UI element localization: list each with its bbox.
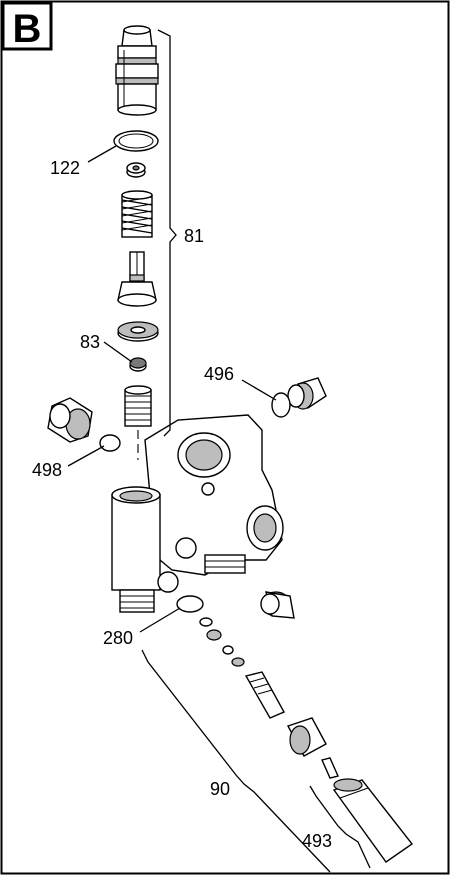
bracket-81 xyxy=(157,29,177,437)
callout-90: 90 xyxy=(210,779,230,799)
leader-83 xyxy=(103,341,133,363)
pump-manifold xyxy=(111,414,284,613)
bracket-90 xyxy=(141,649,331,873)
o-ring-496 xyxy=(271,392,291,418)
handle-493 xyxy=(332,778,414,863)
threaded-insert xyxy=(124,385,152,427)
leader-280 xyxy=(139,607,181,633)
seat-ring-83 xyxy=(129,357,147,372)
callout-496: 496 xyxy=(204,364,234,384)
o-ring-280 xyxy=(176,595,204,613)
leader-122 xyxy=(87,145,117,163)
plug-496 xyxy=(287,377,327,410)
side-fitting xyxy=(260,591,295,619)
valve-seat xyxy=(117,321,159,342)
callout-81: 81 xyxy=(184,226,204,246)
spring xyxy=(121,190,153,238)
unloader-parts xyxy=(199,617,339,779)
callout-498: 498 xyxy=(32,460,62,480)
valve-cartridge xyxy=(115,25,159,116)
leader-498 xyxy=(67,445,105,467)
callout-493: 493 xyxy=(302,831,332,851)
washer xyxy=(126,162,146,178)
panel-letter-box: B xyxy=(1,1,53,51)
valve-poppet xyxy=(117,251,157,307)
callout-83: 83 xyxy=(80,332,100,352)
panel-letter: B xyxy=(13,7,42,51)
callout-280: 280 xyxy=(103,628,133,648)
leader-496 xyxy=(241,379,277,401)
bracket-493 xyxy=(309,785,371,869)
callout-122: 122 xyxy=(50,158,80,178)
o-ring-498 xyxy=(99,434,121,452)
cap-498 xyxy=(47,397,93,443)
